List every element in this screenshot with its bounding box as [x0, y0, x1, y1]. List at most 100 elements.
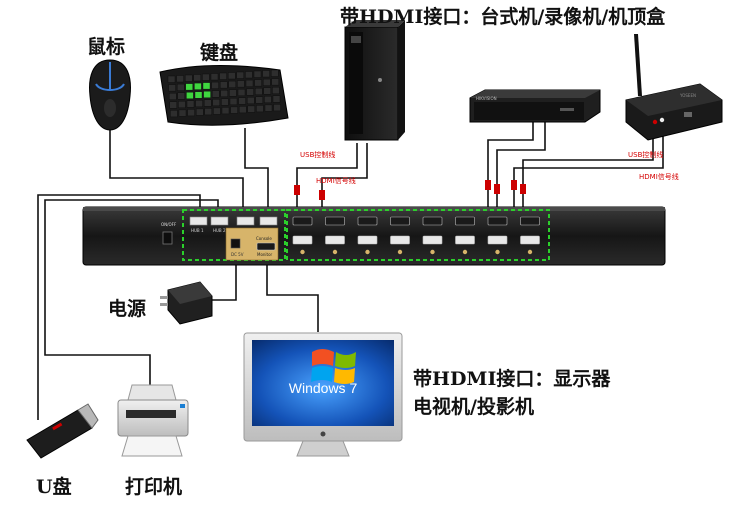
hdmi-input-ports: [292, 216, 540, 255]
keyboard-key: [220, 89, 229, 97]
keyboard-key: [193, 74, 202, 82]
usb-drive-image: [26, 403, 99, 459]
console-label: Console: [256, 236, 272, 241]
dvr-image: [469, 89, 601, 123]
keyboard-key: [177, 92, 186, 100]
hdmi-input-port: [325, 216, 345, 226]
monitor-cable: [266, 262, 319, 332]
hdmi-input-port: [422, 216, 443, 226]
port-number-marker: [462, 249, 468, 255]
keyboard-key: [272, 95, 281, 103]
dc-jack: [230, 238, 241, 249]
keyboard-key: [187, 109, 195, 117]
keyboard-key: [186, 91, 194, 99]
keyboard-key: [256, 105, 264, 113]
port-number-marker: [300, 249, 305, 255]
keyboard-key: [195, 108, 204, 116]
keyboard-key: [263, 78, 271, 86]
stb-brand: YOSEEN: [680, 93, 696, 98]
usb-port: [259, 216, 278, 226]
keyboard-key: [262, 70, 270, 78]
stb-usb-cable: [522, 132, 654, 212]
keyboard-key: [254, 87, 263, 95]
keyboard-key: [228, 80, 237, 88]
port-number-marker: [332, 249, 338, 255]
cables: [37, 122, 664, 420]
hdmi-cable-label-right: HDMI信号线: [639, 173, 679, 181]
power-label: 电源: [108, 298, 147, 320]
dc-label: DC 5V: [231, 252, 244, 257]
keyboard-key: [176, 75, 184, 83]
usb-input-port: [422, 235, 443, 245]
keyboard-key: [246, 97, 255, 105]
keyboard-key: [272, 86, 280, 94]
keyboard-key: [168, 92, 177, 100]
mouse-label: 鼠标: [87, 36, 126, 58]
keyboard-key: [237, 88, 246, 96]
keyboard-key: [227, 72, 236, 80]
usb-input-port: [325, 235, 345, 245]
usb-input-port: [487, 235, 508, 245]
monitor-port-label: Monitor: [257, 252, 273, 257]
hdmi-input-port: [455, 216, 475, 226]
display-types-label: 电视机/投影机: [413, 396, 534, 418]
usb-input-port: [390, 235, 410, 245]
keyboard-key: [211, 81, 219, 89]
hdmi-cable-label-left: HDMI信号线: [316, 177, 356, 185]
keyboard-key: [194, 82, 202, 90]
switch-label: ON/OFF: [161, 222, 177, 227]
usb-input-port: [455, 235, 475, 245]
keyboard-key: [186, 100, 195, 108]
keyboard-key: [204, 108, 213, 116]
keyboard-key: [271, 78, 279, 86]
usb-input-port: [520, 235, 540, 245]
dvr-usb-cable: [487, 122, 534, 212]
hub2-label: HUB 2: [213, 228, 226, 233]
keyboard-key: [221, 107, 230, 115]
keyboard-key: [238, 97, 246, 105]
keyboard-key: [203, 90, 211, 98]
keyboard-key: [246, 88, 254, 96]
keyboard-key: [236, 71, 245, 79]
dvr-hdmi-cable: [496, 122, 546, 212]
mouse-cable: [109, 130, 244, 212]
keyboard-key: [195, 100, 203, 108]
keyboard-key: [184, 74, 193, 82]
keyboard-key: [203, 99, 212, 107]
usb-port: [189, 216, 208, 226]
power-cable: [212, 262, 237, 301]
keyboard-key: [229, 89, 237, 97]
keyboard-key: [185, 83, 194, 91]
printer-label: 打印机: [125, 476, 183, 498]
keyboard-key: [219, 72, 227, 80]
printer-image: [117, 384, 189, 457]
keyboard-key: [254, 79, 262, 87]
hdmi-input-port: [520, 216, 540, 226]
mouse-image: [89, 59, 131, 131]
keyboard-key: [210, 73, 219, 81]
usb-input-port: [292, 235, 313, 245]
hdmi-input-port: [487, 216, 508, 226]
keyboard-image: [159, 64, 289, 126]
usb-drive-label: U盘: [36, 476, 72, 498]
usb-port: [236, 216, 255, 226]
hdmi-inputs-highlight: [286, 209, 550, 261]
keyboard-key: [202, 82, 211, 90]
port-number-marker: [495, 249, 500, 255]
hdmi-display-label: 带HDMI接口：显示器: [413, 368, 611, 390]
keyboard-key: [230, 106, 238, 114]
power-switch[interactable]: [162, 231, 173, 245]
keyboard-key: [221, 98, 229, 106]
port-number-marker: [365, 249, 370, 255]
port-number-marker: [397, 249, 403, 255]
cable-plugs: [294, 180, 526, 200]
keyboard-key: [255, 96, 264, 104]
keyboard-key: [178, 101, 186, 109]
keyboard-key: [264, 104, 273, 112]
keyboard-key: [178, 109, 187, 117]
windows-logo-icon: [311, 349, 356, 384]
dvr-brand: HIKVISION: [476, 96, 497, 101]
keyboard-key: [245, 71, 253, 79]
keyboard-key: [168, 84, 176, 92]
desktop-tower-image: [344, 20, 405, 141]
